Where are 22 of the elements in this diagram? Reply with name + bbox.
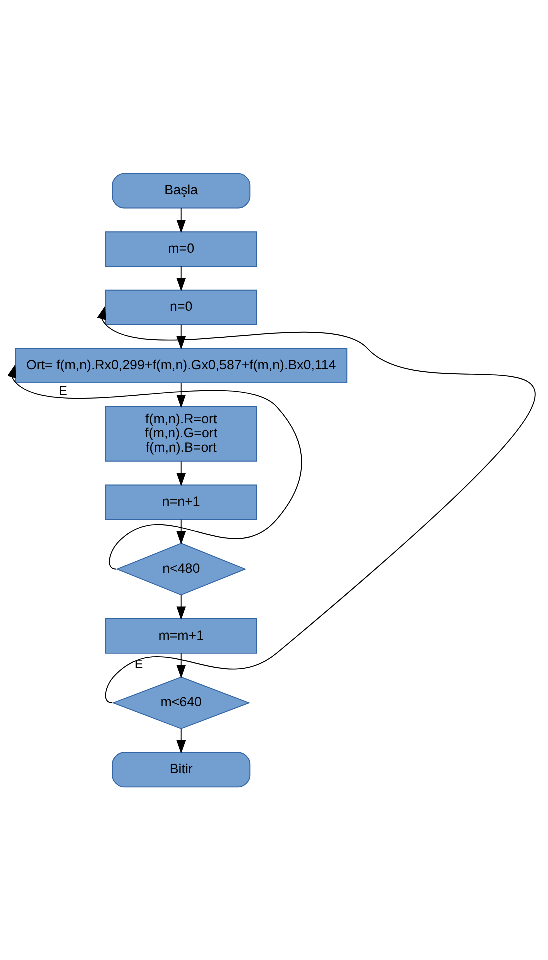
arrow	[97, 306, 536, 704]
arrow	[176, 594, 186, 620]
arrow	[176, 382, 186, 408]
node-box: Bitir	[112, 752, 251, 788]
arrow	[176, 652, 186, 678]
arrow	[176, 518, 186, 544]
edge-label: E	[59, 383, 68, 398]
arrow	[176, 324, 186, 350]
node-box: Başla	[112, 172, 251, 208]
node-box: f(m,n).R=ort f(m,n).G=ort f(m,n).B=ort	[105, 406, 258, 462]
arrow	[176, 207, 186, 233]
arrow	[176, 728, 186, 754]
arrow	[176, 266, 186, 292]
node-box: n=n+1	[105, 484, 258, 520]
arrow	[176, 460, 186, 486]
node-box: m=0	[105, 231, 258, 266]
node-box: m=m+1	[105, 618, 258, 654]
node-box: n=0	[105, 289, 258, 325]
node-box: Ort= f(m,n).Rx0,299+f(m,n).Gx0,587+f(m,n).Bx0,114	[15, 348, 348, 384]
node-diamond: n<480	[116, 542, 247, 596]
node-diamond: m<640	[112, 676, 251, 729]
edge-label: E	[134, 656, 144, 671]
